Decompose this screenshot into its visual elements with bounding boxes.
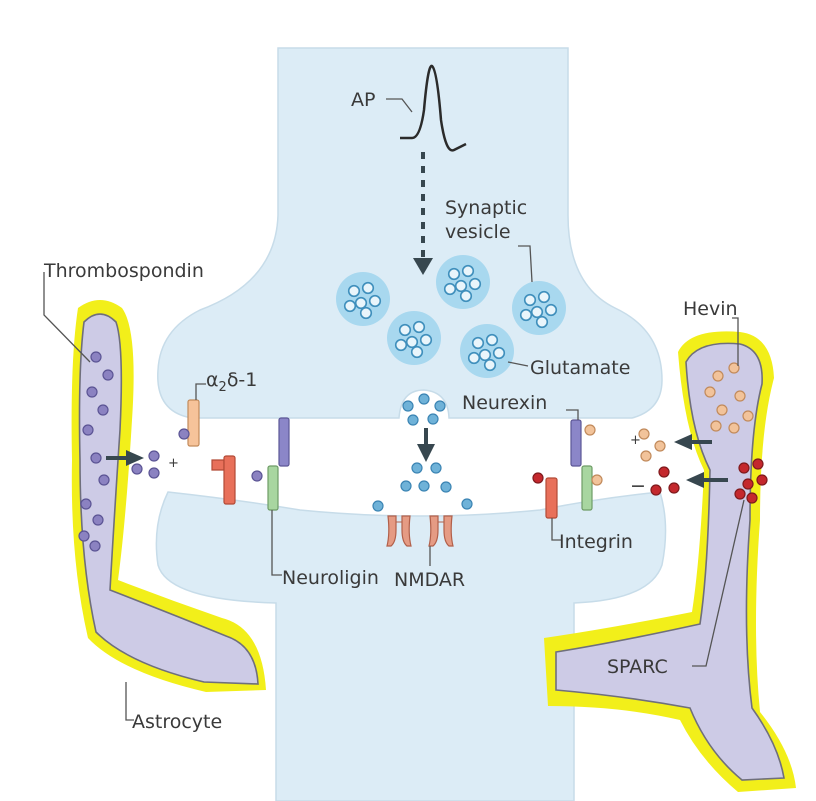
ap-leader bbox=[386, 98, 413, 113]
hevin-dot bbox=[584, 424, 596, 436]
plus-right-label: + bbox=[630, 433, 641, 448]
neuroligin-right bbox=[581, 465, 593, 511]
neurexin-leader bbox=[566, 409, 579, 420]
hevin-leader bbox=[732, 317, 739, 366]
astrocyte-arrow-sparc-icon bbox=[686, 472, 704, 488]
astrocyte-leader bbox=[125, 682, 134, 721]
neuroligin-left bbox=[267, 465, 279, 511]
ap-label: AP bbox=[351, 89, 375, 111]
synaptic-vesicle bbox=[335, 271, 391, 327]
neurexin-right bbox=[570, 419, 582, 467]
receptor-left bbox=[223, 455, 236, 505]
astrocyte-arrow-hevin-icon bbox=[674, 434, 692, 450]
alpha2delta1-prefix: α bbox=[206, 369, 219, 391]
postsynaptic-neuron bbox=[155, 491, 667, 801]
dashed-down-arrow-icon bbox=[413, 258, 433, 275]
plus-left-label: + bbox=[168, 456, 179, 471]
action-potential-trace bbox=[400, 64, 467, 152]
astrocyte-left bbox=[78, 313, 259, 685]
released-glutamate bbox=[372, 462, 473, 512]
thrombospondin-dot bbox=[178, 428, 190, 440]
neurexin-left bbox=[278, 417, 290, 467]
glutamate-label: Glutamate bbox=[530, 357, 630, 379]
alpha2delta1-label: α2δ-1 bbox=[206, 369, 257, 395]
nmdar-label: NMDAR bbox=[394, 569, 465, 591]
vesicle-leader bbox=[518, 245, 533, 283]
integrin-protein bbox=[545, 477, 558, 519]
synaptic-vesicle-label-1: Synaptic bbox=[445, 197, 527, 219]
neurexin-label: Neurexin bbox=[462, 392, 547, 414]
receptor-left-cap bbox=[211, 459, 225, 471]
minus-right-label: − bbox=[630, 475, 646, 497]
synaptic-vesicle-label-2: vesicle bbox=[445, 221, 511, 243]
alpha2delta1-protein bbox=[187, 399, 200, 447]
hevin-label: Hevin bbox=[683, 298, 738, 320]
neuroligin-label: Neuroligin bbox=[282, 567, 379, 589]
thrombospondin-leader bbox=[43, 272, 91, 363]
synaptic-vesicle bbox=[511, 280, 567, 336]
astrocyte-arrow-left-icon bbox=[126, 450, 144, 466]
alpha2delta1-suffix: δ-1 bbox=[227, 369, 258, 391]
glutamate-leader bbox=[507, 361, 529, 367]
astrocyte-label: Astrocyte bbox=[132, 711, 222, 733]
hevin-dot bbox=[591, 474, 603, 486]
released-sparc bbox=[650, 466, 680, 496]
thrombospondin-label: Thrombospondin bbox=[43, 260, 204, 282]
sparc-label: SPARC bbox=[607, 656, 668, 678]
release-arrow-icon bbox=[417, 444, 435, 462]
alpha2delta1-leader bbox=[195, 383, 206, 400]
synaptic-vesicle bbox=[386, 310, 442, 366]
thrombospondin-dot bbox=[251, 470, 263, 482]
integrin-label: Integrin bbox=[559, 531, 633, 553]
astrocyte-right bbox=[555, 342, 785, 781]
synaptic-vesicle bbox=[459, 323, 515, 379]
sparc-dot bbox=[532, 472, 544, 484]
fusing-vesicle bbox=[402, 393, 446, 426]
neuroligin-leader bbox=[271, 510, 282, 576]
integrin-leader bbox=[551, 518, 562, 541]
alpha2delta1-subscript: 2 bbox=[219, 380, 227, 395]
synaptic-vesicle bbox=[435, 254, 491, 310]
sparc-leader bbox=[692, 499, 745, 667]
released-hevin bbox=[638, 428, 666, 462]
